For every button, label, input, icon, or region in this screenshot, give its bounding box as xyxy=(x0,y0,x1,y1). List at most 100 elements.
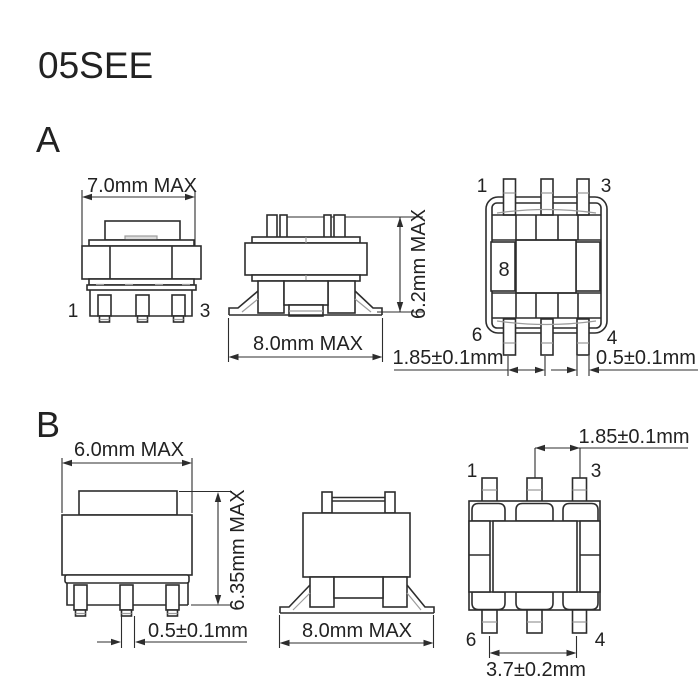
gullwing-inner-lines xyxy=(241,298,372,313)
arrow-left-icon xyxy=(589,366,599,374)
arrow-left-icon xyxy=(135,638,145,646)
arrow-right-icon xyxy=(423,639,434,647)
pin-top xyxy=(481,477,498,505)
side-rail-right xyxy=(579,520,601,593)
winding-pad-right xyxy=(575,241,601,292)
view-b-side: 8.0mm MAX xyxy=(278,491,435,648)
terminal-pad xyxy=(562,502,599,522)
core-body xyxy=(61,514,193,576)
bobbin-post xyxy=(382,576,408,608)
base-plate xyxy=(64,574,190,584)
arrow-up-icon xyxy=(396,217,404,227)
arrow-right-icon xyxy=(570,444,580,452)
arrow-left-icon xyxy=(489,649,500,657)
page-title: 05SEE xyxy=(38,45,153,86)
center-core-face xyxy=(492,520,578,593)
arrow-up-icon xyxy=(214,492,222,502)
core-post xyxy=(384,491,396,514)
arrow-right-icon xyxy=(372,353,383,361)
core-post xyxy=(279,214,288,239)
core-post xyxy=(321,491,333,514)
bobbin-post xyxy=(327,280,356,314)
arrow-left-icon xyxy=(62,459,72,467)
terminal-band-bottom xyxy=(492,292,601,319)
flange-bottom xyxy=(88,278,195,286)
pin-bottom xyxy=(502,318,517,356)
view-b-bottom: 1.85±0.1mm 1 3 6 4 3.7±0.2mm xyxy=(466,426,690,681)
dim-b-side-width: 8.0mm MAX xyxy=(302,620,412,642)
dim-extension-lines xyxy=(120,616,136,648)
view-a-side: 8.0mm MAX 6.2mm MAX xyxy=(227,209,430,362)
core-marking: 8 xyxy=(498,259,509,281)
terminal-pad xyxy=(515,591,554,611)
dim-extension-lines xyxy=(61,458,193,513)
bobbin-center xyxy=(333,576,384,599)
dim-b-front-height: 6.35mm MAX xyxy=(227,489,249,610)
center-core-face xyxy=(515,239,577,294)
flange-top xyxy=(88,239,195,247)
dim-a-bottom-pin-width: 0.5±0.1mm xyxy=(596,347,696,369)
view-a-front: 7.0mm MAX 1 3 xyxy=(68,175,211,323)
dim-extension-lines xyxy=(81,190,196,247)
dim-a-side-height: 6.2mm MAX xyxy=(408,209,430,319)
arrow-left-icon xyxy=(228,353,239,361)
bobbin-cap xyxy=(78,490,178,516)
pin-top xyxy=(576,178,590,216)
pin-number-4: 4 xyxy=(595,630,606,651)
terminal-pad xyxy=(562,591,599,611)
terminal-band-top xyxy=(492,214,601,241)
arrow-right-icon xyxy=(566,649,577,657)
pin-comb-outline xyxy=(89,290,193,317)
arrow-left-icon xyxy=(82,193,92,201)
dim-a-bottom-pitch: 1.85±0.1mm xyxy=(392,347,503,369)
core-post xyxy=(323,214,332,239)
arrow-right-icon xyxy=(111,638,121,646)
pin-bottom xyxy=(576,318,590,356)
winding-pad-left xyxy=(490,241,516,292)
dim-a-front-width: 7.0mm MAX xyxy=(87,175,197,197)
pin-number-3: 3 xyxy=(601,176,612,197)
view-b-front: 6.0mm MAX 6.35mm MAX 0.5±0.1mm xyxy=(61,439,249,648)
arrow-right-icon xyxy=(185,193,195,201)
arrow-left-icon xyxy=(279,639,290,647)
pin-standoff xyxy=(135,294,150,317)
bobbin-post xyxy=(257,280,285,314)
gullwing-pins xyxy=(279,584,435,614)
pin-comb-outline xyxy=(66,583,189,606)
pin-standoff xyxy=(97,294,112,317)
view-a-bottom: 8 1 3 6 4 1.85±0.1mm 0.5±0.1mm xyxy=(392,176,698,376)
terminal-pad xyxy=(471,591,506,611)
pin-standoff xyxy=(73,584,88,611)
dim-extension-lines xyxy=(576,356,590,376)
pin-standoff xyxy=(165,584,180,611)
pin-standoff xyxy=(171,294,186,317)
core-body xyxy=(244,242,368,276)
pin-number-1: 1 xyxy=(467,461,478,482)
arrow-left-icon xyxy=(535,444,545,452)
core-dividers xyxy=(109,246,173,279)
pin-top xyxy=(526,477,543,505)
pin-number-3: 3 xyxy=(591,461,602,482)
pin-number-6: 6 xyxy=(472,325,483,346)
core-post xyxy=(266,214,278,239)
pin-standoff xyxy=(119,584,134,611)
arrow-right-icon xyxy=(535,366,545,374)
dim-b-bottom-pitch: 1.85±0.1mm xyxy=(578,426,689,448)
arrow-left-icon xyxy=(508,366,518,374)
pin-top xyxy=(502,178,517,216)
terminal-pad xyxy=(471,502,506,522)
section-a-label: A xyxy=(36,119,60,160)
arrow-down-icon xyxy=(214,595,222,605)
pin-top xyxy=(571,477,588,505)
base-plate xyxy=(86,284,197,291)
dim-a-side-width: 8.0mm MAX xyxy=(253,333,363,355)
dim-b-front-pin-width: 0.5±0.1mm xyxy=(148,620,248,642)
bobbin-cheek-curves xyxy=(496,208,597,326)
pin-number-4: 4 xyxy=(607,328,618,349)
pin-number-3: 3 xyxy=(200,301,211,322)
arrow-right-icon xyxy=(182,459,192,467)
terminal-pad xyxy=(515,502,554,522)
side-rail-left xyxy=(468,520,491,593)
